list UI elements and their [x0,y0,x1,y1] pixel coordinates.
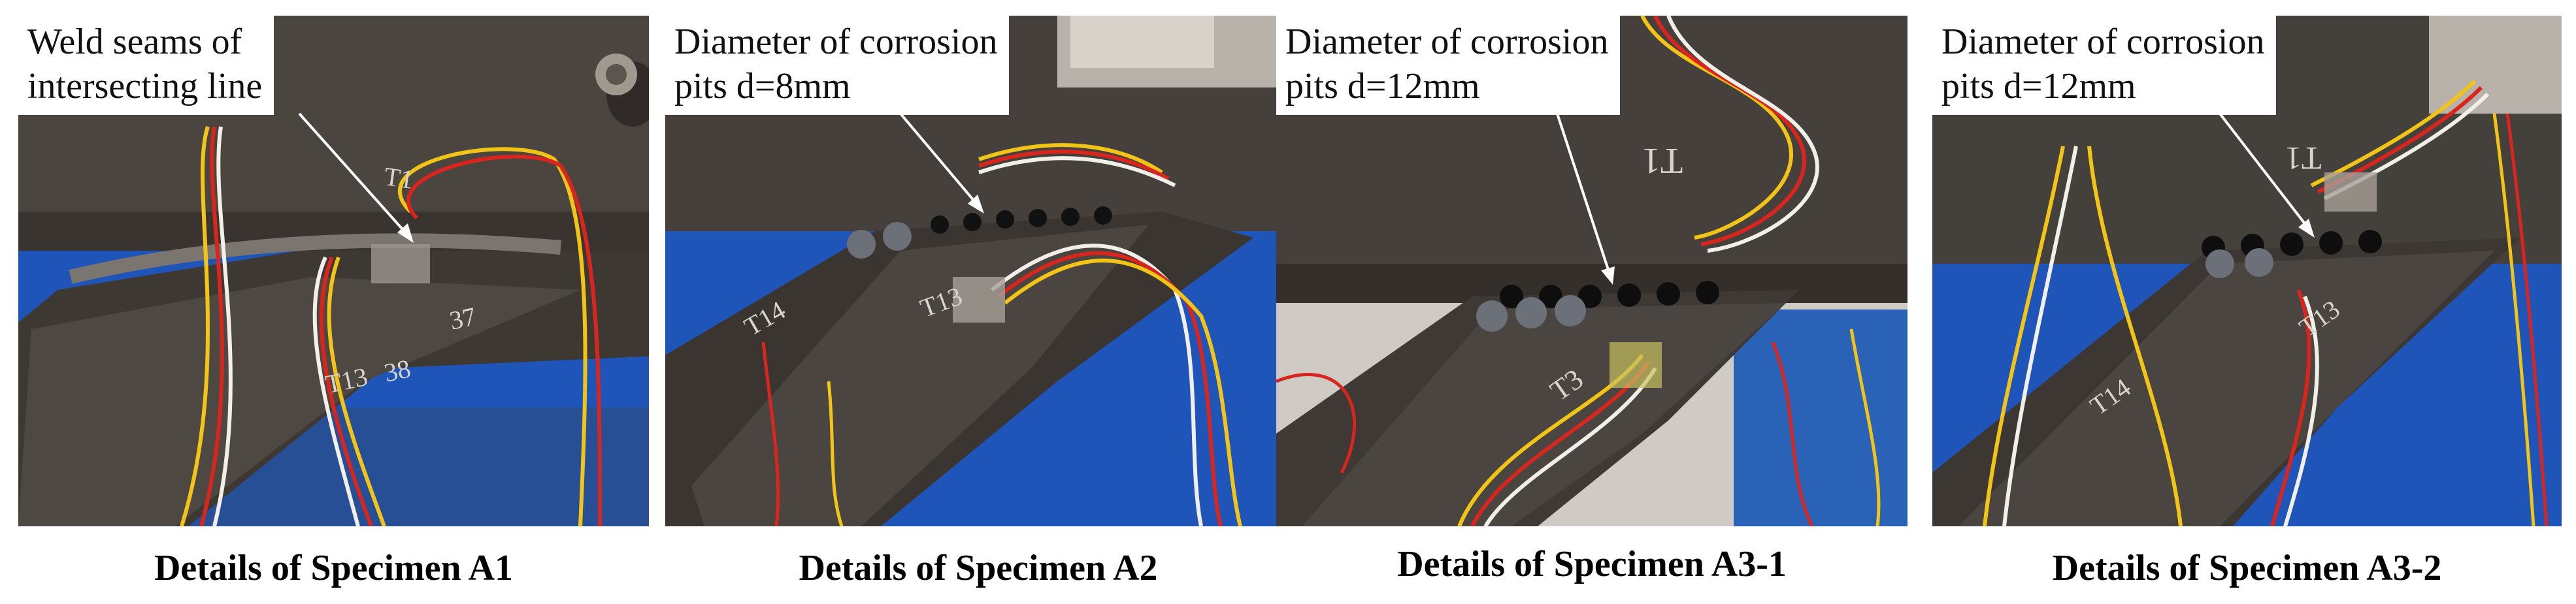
photo-panel-a3-1: T1 T3 Diameter of corrosion pits d=12mm [1276,16,1907,526]
photo-panel-a2: T14 T13 Diameter of corrosion pits d=8mm [665,16,1291,526]
scratch-label: T1 [1642,140,1683,181]
caption-specimen-a3-2: Details of Specimen A3-2 [2052,548,2442,588]
callout-label: Diameter of corrosion pits d=12mm [1276,16,1621,115]
specimen-a1-photo [18,16,649,526]
callout-line: pits d=12mm [1941,66,2136,106]
callout-line: Diameter of corrosion [1285,22,1609,62]
callout-label: Weld seams of intersecting line [18,16,274,115]
callout-line: intersecting line [27,66,263,106]
callout-line: pits d=8mm [674,66,851,106]
photo-panel-a3-2: T1 T13 T14 Diameter of corrosion pits d=… [1932,16,2562,526]
scratch-label: T1 [382,161,416,195]
caption-specimen-a2: Details of Specimen A2 [799,548,1158,588]
caption-specimen-a3-1: Details of Specimen A3-1 [1397,544,1787,584]
scratch-label: T1 [2285,140,2322,177]
callout-line: Weld seams of [27,22,242,62]
caption-specimen-a1: Details of Specimen A1 [154,548,514,588]
callout-line: pits d=12mm [1285,66,1480,106]
callout-label: Diameter of corrosion pits d=12mm [1932,16,2277,115]
callout-line: Diameter of corrosion [1941,22,2265,62]
callout-line: Diameter of corrosion [674,22,998,62]
callout-label: Diameter of corrosion pits d=8mm [665,16,1010,115]
photo-panel-a1: T1 T13 38 37 Weld seams of intersecting … [18,16,649,526]
